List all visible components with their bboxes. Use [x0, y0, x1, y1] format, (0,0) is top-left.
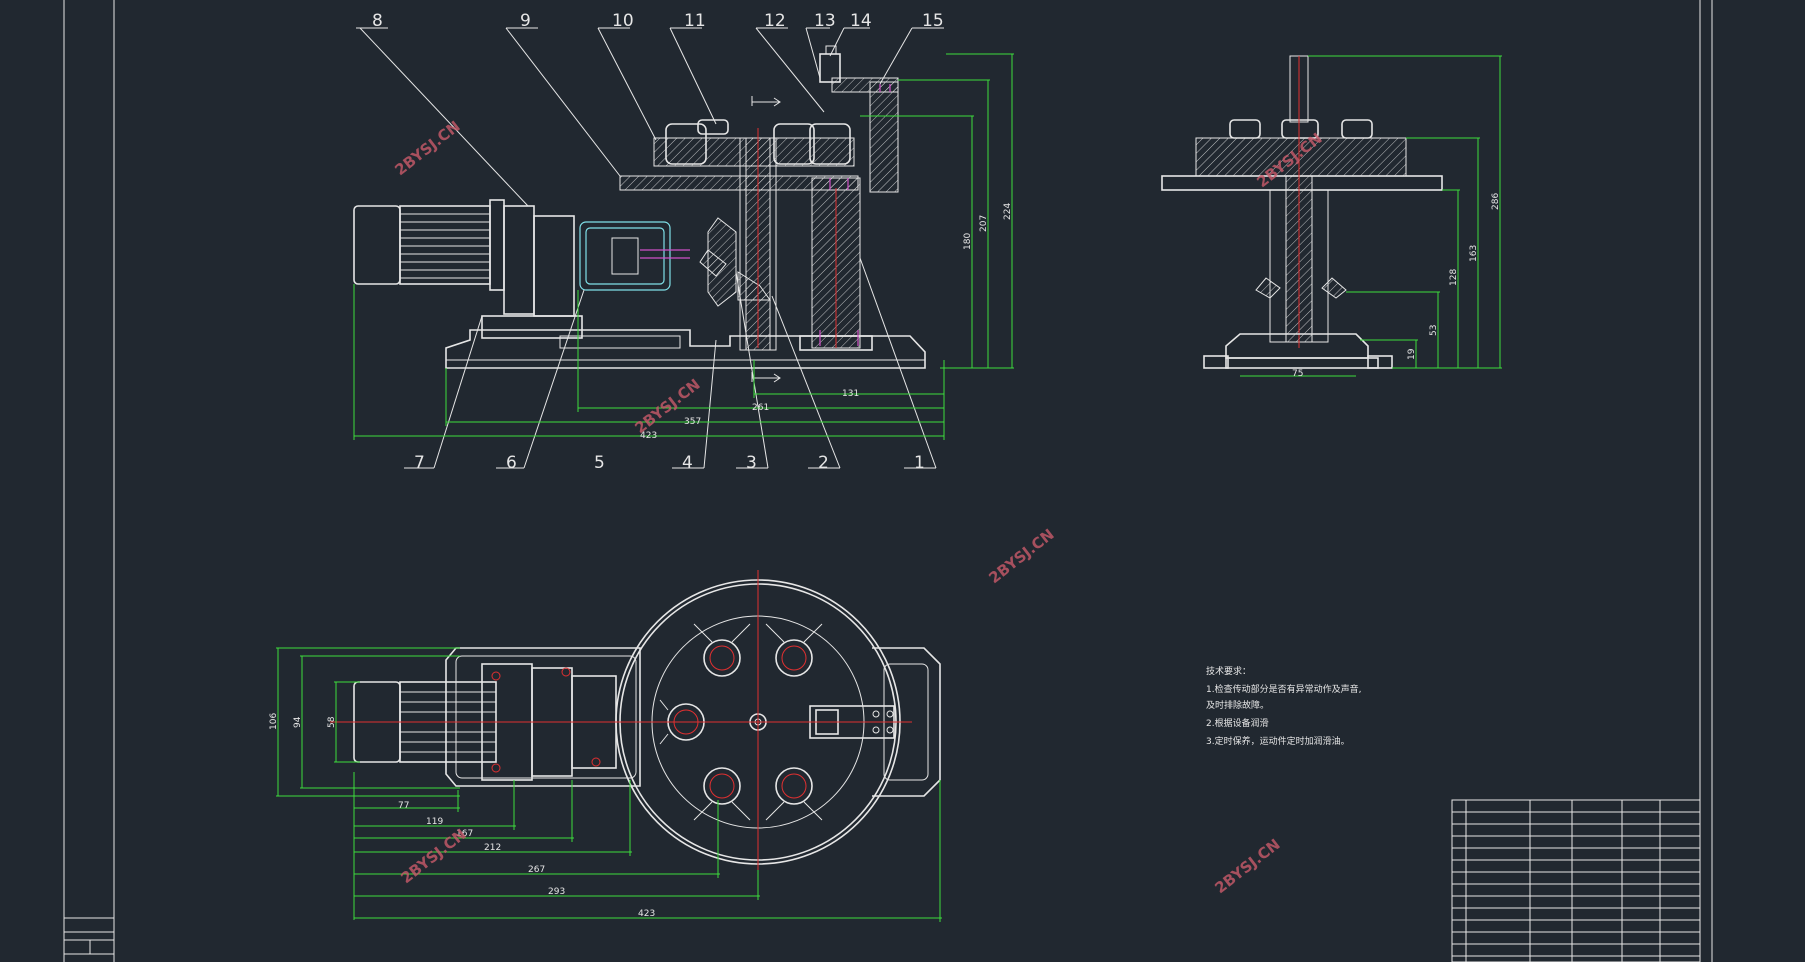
balloon-1: 1: [914, 453, 925, 473]
dim-94: 94: [293, 716, 303, 728]
side-view-dimensions: 286 163 128 53 19 75: [1240, 55, 1502, 379]
workpieces: [665, 119, 851, 165]
balloon-13: 13: [814, 11, 836, 31]
watermark: 2BYSJ.CN: [391, 117, 463, 179]
balloon-5: 5: [594, 453, 605, 473]
dim-180: 180: [963, 233, 973, 250]
dim-167: 167: [456, 829, 473, 839]
dim-423-top: 423: [638, 909, 655, 919]
balloon-15: 15: [922, 11, 944, 31]
front-view-dimensions: 131 261 357 423 180 207 224: [353, 53, 1014, 441]
balloon-leaders: [356, 27, 944, 469]
watermark: 2BYSJ.CN: [631, 375, 703, 437]
balloon-10: 10: [612, 11, 634, 31]
dim-77: 77: [398, 801, 409, 811]
dim-53: 53: [1429, 325, 1439, 336]
tech-note-2: 2.根据设备润滑: [1206, 717, 1269, 729]
dim-261: 261: [752, 403, 769, 413]
dim-224: 224: [1003, 203, 1013, 220]
balloon-2: 2: [818, 453, 829, 473]
top-view: [330, 570, 941, 872]
balloon-8: 8: [372, 11, 383, 31]
tech-note-1: 1.检查传动部分是否有异常动作及声音,: [1206, 683, 1361, 695]
dim-293: 293: [548, 887, 565, 897]
drawing-frame: [63, 0, 1713, 962]
dim-19: 19: [1407, 348, 1417, 360]
balloon-14: 14: [850, 11, 872, 31]
watermark: 2BYSJ.CN: [397, 825, 469, 887]
balloon-6: 6: [506, 453, 517, 473]
dim-212: 212: [484, 843, 501, 853]
dim-131: 131: [842, 389, 859, 399]
dim-207: 207: [979, 215, 989, 232]
balloon-7: 7: [414, 453, 425, 473]
dim-423-front: 423: [640, 431, 657, 441]
top-view-dimensions: 106 94 58 77 119 167 212 267 293 423: [269, 647, 942, 922]
side-view: [1161, 55, 1443, 369]
front-section-view: [353, 45, 926, 383]
dim-75: 75: [1292, 369, 1303, 379]
dim-286: 286: [1491, 193, 1501, 210]
dim-119: 119: [426, 817, 443, 827]
dim-106: 106: [269, 713, 279, 730]
balloon-9: 9: [520, 11, 531, 31]
technical-notes: 技术要求： 1.检查传动部分是否有异常动作及声音, 及时排除故障。 2.根据设备…: [1206, 665, 1361, 747]
balloon-11: 11: [684, 11, 706, 31]
balloon-3: 3: [746, 453, 757, 473]
balloon-labels: 8 9 10 11 12 13 14 15 1 2 3 4 5 6 7: [372, 11, 944, 473]
balloon-4: 4: [682, 453, 693, 473]
tech-note-3: 3.定时保养，运动件定时加润滑油。: [1206, 735, 1350, 747]
dim-163: 163: [1469, 245, 1479, 262]
dim-357: 357: [684, 417, 701, 427]
watermark: 2BYSJ.CN: [1211, 835, 1283, 897]
tech-notes-title: 技术要求：: [1206, 665, 1251, 677]
bill-of-materials: [1451, 799, 1701, 962]
watermark: 2BYSJ.CN: [985, 525, 1057, 587]
balloon-12: 12: [764, 11, 786, 31]
dim-128: 128: [1449, 269, 1459, 286]
dim-267: 267: [528, 865, 545, 875]
dim-58: 58: [327, 716, 337, 728]
tech-note-1b: 及时排除故障。: [1206, 699, 1269, 711]
